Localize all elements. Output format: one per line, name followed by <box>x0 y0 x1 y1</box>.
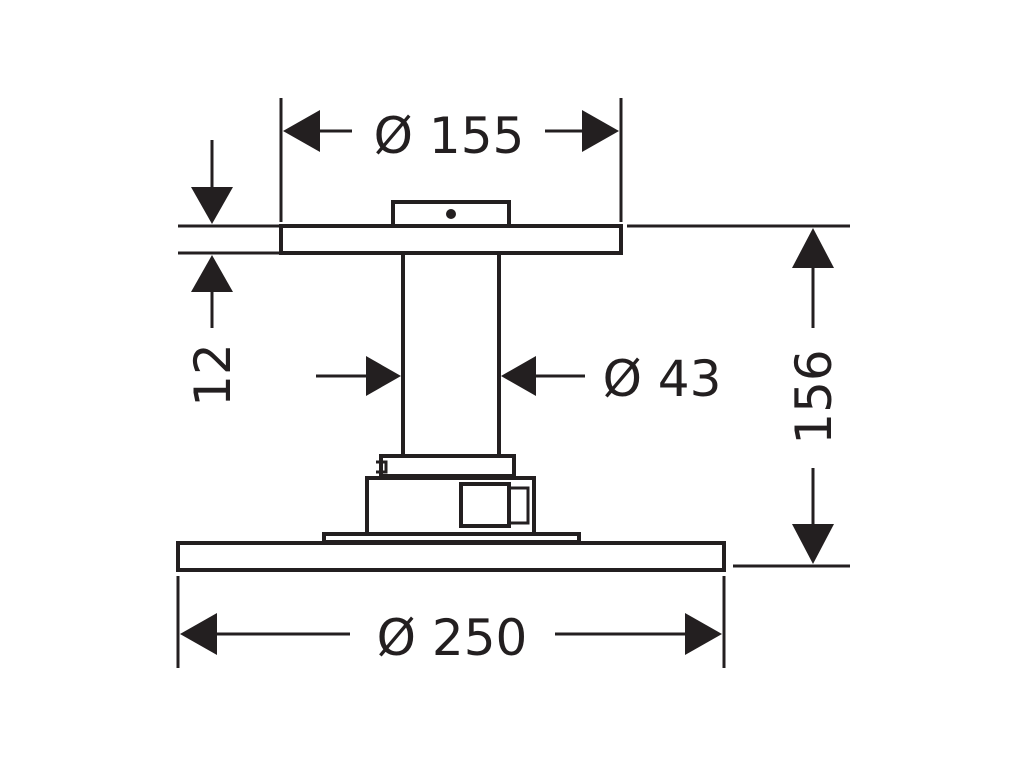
dim155-arrow-left <box>283 110 320 152</box>
shower-head-plate <box>176 541 726 572</box>
mounting-plate <box>322 532 581 544</box>
dim155-label: Ø 155 <box>374 107 525 165</box>
dimension-labels: Ø 155 12 Ø 43 156 Ø 250 <box>184 107 843 667</box>
ceiling-flange <box>279 224 623 255</box>
dim250-arrow-right <box>685 613 722 655</box>
connecting-arm <box>401 251 501 458</box>
dim156-arrow-up <box>792 228 834 268</box>
dim43-arrow-right <box>366 356 401 396</box>
dimension-arrows <box>180 110 834 655</box>
collar-detail <box>376 460 388 474</box>
dim155-arrow-right <box>582 110 619 152</box>
dim156-arrow-down <box>792 524 834 564</box>
dim250-label: Ø 250 <box>377 609 528 667</box>
dim250-arrow-left <box>180 613 217 655</box>
dimension-lines <box>176 98 850 668</box>
shower-head-outline <box>176 200 726 572</box>
cap-screw <box>446 209 456 219</box>
dim12-arrow-up <box>191 255 233 292</box>
joint-collar <box>379 454 516 478</box>
dim12-arrow-down <box>191 187 233 224</box>
joint-knob-detail <box>509 486 530 525</box>
dim12-label: 12 <box>184 343 242 407</box>
joint-knob <box>459 482 511 528</box>
dim43-label: Ø 43 <box>603 350 722 408</box>
dim156-label: 156 <box>785 349 843 444</box>
dim43-arrow-left <box>501 356 536 396</box>
